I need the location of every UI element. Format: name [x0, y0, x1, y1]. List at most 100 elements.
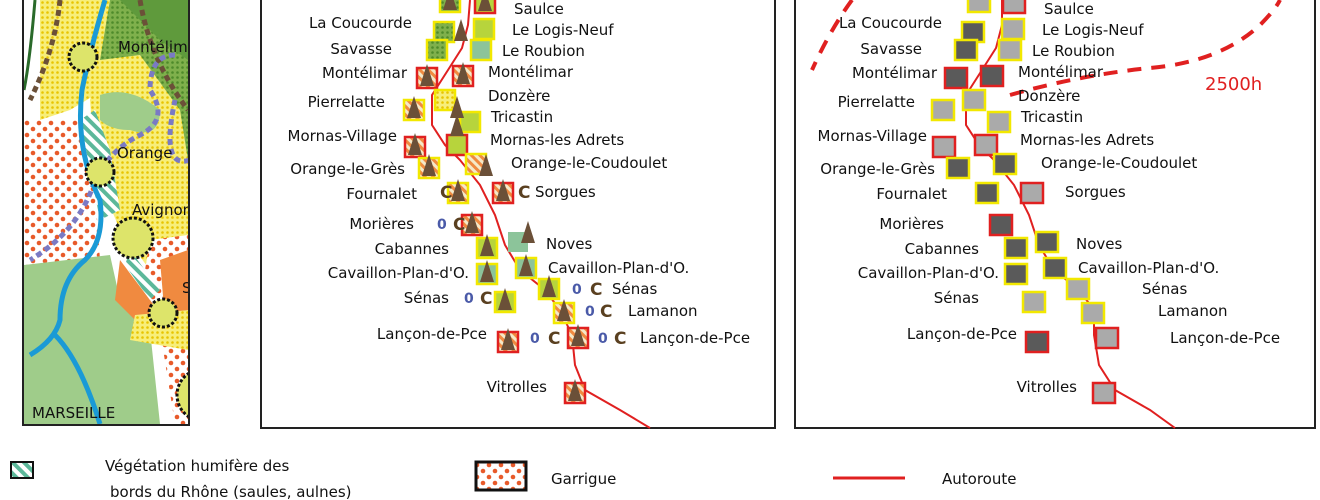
site-label: Savasse — [330, 40, 392, 58]
zero-symbol: 0 — [572, 282, 582, 298]
highway-line — [431, 0, 651, 429]
c-symbol: C — [548, 329, 560, 349]
site-label: Le Logis-Neuf — [512, 21, 614, 39]
site-triangle-icon — [450, 96, 464, 118]
sunshine-isoline — [810, 0, 1282, 97]
site-label: Cavaillon-Plan-d'O. — [328, 264, 469, 282]
site-label: Cavaillon-Plan-d'O. — [858, 264, 999, 282]
site-marker — [961, 88, 987, 112]
isoline-label: 2500h — [1205, 74, 1262, 95]
site-label: Mornas-les Adrets — [1020, 131, 1154, 149]
site-label: Sénas — [612, 280, 657, 298]
site-marker — [930, 98, 956, 122]
site-triangle-icon — [478, 0, 492, 11]
zero-symbol: 0 — [598, 331, 608, 347]
site-label: Mornas-les Adrets — [490, 131, 624, 149]
site-triangle-icon — [501, 328, 515, 350]
city-label-orange: Orange — [117, 144, 172, 162]
site-label: Lamanon — [1158, 302, 1228, 320]
site-marker — [1003, 236, 1029, 260]
site-label: Cabannes — [905, 240, 980, 258]
legend-label: Végétation humifère des — [105, 457, 290, 475]
legend-label: Autoroute — [942, 470, 1016, 488]
site-label: Donzère — [488, 87, 550, 105]
legend-label: bords du Rhône (saules, aulnes) — [110, 483, 352, 500]
c-symbol: C — [590, 280, 602, 300]
site-label: Lamanon — [628, 302, 698, 320]
site-marker — [472, 17, 496, 41]
site-label: Orange-le-Coudoulet — [511, 154, 667, 172]
site-marker — [1021, 290, 1047, 314]
site-label: Tricastin — [490, 108, 553, 126]
c-symbol: C — [480, 289, 492, 309]
site-label: Cavaillon-Plan-d'O. — [548, 259, 689, 277]
site-label: Lançon-de-Pce — [1170, 329, 1280, 347]
legend-item-highway: Autoroute — [833, 470, 1016, 488]
site-label: Mornas-Village — [288, 127, 397, 145]
site-marker — [986, 110, 1012, 134]
site-triangle-icon — [568, 379, 582, 401]
c-symbol: C — [453, 215, 465, 235]
site-triangle-icon — [454, 19, 468, 41]
site-triangle-icon — [422, 154, 436, 176]
site-label: Vitrolles — [1017, 378, 1078, 396]
site-marker — [1019, 181, 1045, 205]
site-label: Montélimar — [322, 64, 408, 82]
site-label: Orange-le-Grès — [820, 160, 935, 178]
site-label: Noves — [546, 235, 593, 253]
site-label: Vitrolles — [487, 378, 548, 396]
site-marker — [458, 110, 482, 134]
site-triangle-icon — [521, 221, 535, 243]
overview-map-frame — [22, 0, 190, 426]
city-label-marseille: MARSEILLE — [32, 404, 115, 422]
garrigue-swatch — [474, 460, 528, 492]
site-triangle-icon — [557, 299, 571, 321]
site-label: Lançon-de-Pce — [640, 329, 750, 347]
site-triangle-icon — [479, 154, 493, 176]
site-marker — [1080, 301, 1106, 325]
site-label: Mornas-Village — [818, 127, 927, 145]
site-marker — [943, 66, 969, 90]
legend-item-garrigue: Garrigue — [474, 460, 616, 492]
site-marker — [1094, 326, 1120, 350]
site-marker — [997, 38, 1023, 62]
site-marker — [1042, 256, 1068, 280]
site-label: Donzère — [1018, 87, 1080, 105]
site-marker — [469, 38, 493, 62]
site-label: Le Roubion — [502, 42, 585, 60]
site-label: Saulce — [514, 0, 564, 18]
site-triangle-icon — [407, 96, 421, 118]
site-label: Montélimar — [1018, 63, 1104, 81]
legend: Végétation humifère des bords du Rhône (… — [10, 457, 1016, 500]
legend-label: Garrigue — [551, 470, 616, 488]
site-label: Sorgues — [1065, 183, 1126, 201]
zero-symbol: 0 — [437, 217, 447, 233]
overview-map: Montélimar Orange Avignon Salon MARSEILL… — [24, 0, 224, 424]
site-label: Morières — [349, 215, 414, 233]
site-triangle-icon — [443, 0, 457, 10]
site-label: Cabannes — [375, 240, 450, 258]
city-label-salon: Salon — [182, 279, 224, 297]
site-label: Fournalet — [876, 185, 947, 203]
city-label-montelimar: Montélimar — [118, 38, 204, 56]
legend-item-riparian-vegetation: Végétation humifère des bords du Rhône (… — [10, 457, 352, 500]
site-marker — [445, 133, 469, 157]
site-marker — [1091, 381, 1117, 405]
site-label: Tricastin — [1020, 108, 1083, 126]
site-marker — [1024, 330, 1050, 354]
site-label: Noves — [1076, 235, 1123, 253]
site-label: Pierrelatte — [308, 93, 385, 111]
site-triangle-icon — [450, 114, 464, 136]
site-marker — [1003, 262, 1029, 286]
c-symbol: C — [518, 183, 530, 203]
site-marker — [988, 213, 1014, 237]
site-triangle-icon — [480, 260, 494, 282]
site-triangle-icon — [480, 234, 494, 256]
site-triangle-icon — [496, 179, 510, 201]
site-triangle-icon — [542, 275, 556, 297]
site-marker — [953, 38, 979, 62]
site-label: Sorgues — [535, 183, 596, 201]
site-triangle-icon — [519, 254, 533, 276]
site-marker — [1065, 277, 1091, 301]
